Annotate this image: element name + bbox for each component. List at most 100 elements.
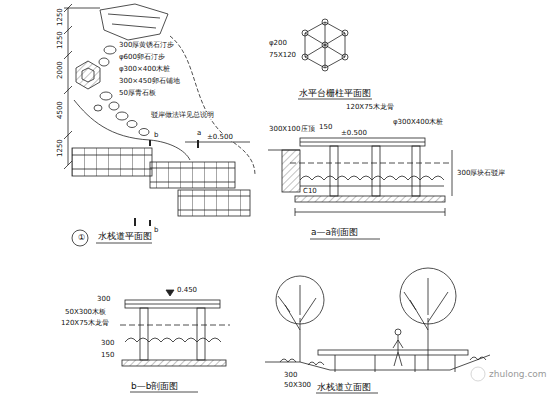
dimension: 75X120 — [268, 52, 297, 59]
elevation-stroke — [318, 350, 468, 355]
dimension: 1250 — [57, 138, 64, 158]
section-a-stroke — [310, 239, 380, 240]
dimension: 150 — [100, 352, 115, 359]
plan-view-stroke — [96, 243, 152, 244]
callout-note: 120X75木龙骨 — [60, 320, 110, 327]
plan-view-stroke — [100, 92, 112, 100]
section-a-stroke — [445, 208, 446, 216]
section-b-stroke — [125, 304, 220, 305]
plan-view — [62, 4, 255, 246]
plan-view-stroke — [64, 51, 72, 59]
plan-view-stroke — [150, 182, 235, 183]
elevation-stroke — [335, 355, 336, 372]
post-plan-stroke — [342, 30, 348, 36]
section-b-stroke — [122, 360, 226, 366]
callout-note: 300厚块石驳岸 — [456, 170, 506, 177]
post-plan-stroke — [302, 54, 308, 60]
section-a-stroke — [282, 150, 300, 192]
callout-note: 50厚青石板 — [118, 90, 157, 97]
plan-view-stroke — [109, 102, 119, 110]
plan-view-stroke — [178, 196, 250, 197]
view-title: b—b剖面图 — [130, 382, 179, 391]
post-plan-stroke — [305, 22, 345, 68]
elevation-stroke — [428, 318, 429, 370]
plan-view-stroke — [64, 131, 72, 139]
elevation-stroke — [278, 285, 316, 330]
callout-note: 300×450卵石铺地 — [118, 78, 181, 85]
section-a-stroke — [295, 208, 296, 216]
section-mark: b — [153, 132, 159, 139]
post-plan-stroke — [322, 42, 328, 48]
plan-view-stroke — [127, 121, 137, 128]
post-plan-stroke — [322, 65, 328, 71]
post-plan-stroke — [342, 54, 348, 60]
plan-view-stroke — [82, 68, 94, 82]
section-a-stroke — [452, 150, 453, 196]
section-b — [120, 290, 230, 392]
post-plan — [298, 19, 372, 99]
elevation-mark: ±0.500 — [340, 130, 368, 137]
post-plan-stroke — [302, 30, 308, 36]
plan-view-stroke — [139, 129, 149, 136]
watermark-logo — [471, 367, 485, 381]
dimension: 4500 — [57, 100, 64, 120]
callout-note: 300厚黄锈石汀步 — [118, 42, 175, 49]
callout-note: 300X100压顶 — [268, 126, 316, 133]
section-b-stroke — [166, 290, 174, 296]
section-b-stroke — [125, 338, 221, 342]
section-a-stroke — [300, 138, 425, 146]
elevation-stroke — [375, 355, 376, 372]
watermark-logo-stroke — [471, 367, 485, 381]
section-a-stroke — [330, 146, 338, 196]
plan-view-stroke — [64, 86, 72, 94]
section-a-stroke — [372, 146, 380, 196]
dimension: 300 — [283, 372, 298, 379]
elevation-stroke — [316, 393, 378, 394]
plan-view-stroke — [72, 155, 152, 156]
dimension: 300 — [96, 296, 111, 303]
section-a-stroke — [295, 196, 445, 202]
view-title: 水栈道平面图 — [97, 232, 153, 241]
plan-view-stroke — [100, 4, 168, 40]
plan-view-stroke — [72, 230, 88, 246]
section-mark: b — [153, 227, 159, 234]
view-number: ① — [77, 234, 86, 242]
plan-view-stroke — [150, 162, 235, 188]
section-b-stroke — [197, 308, 205, 360]
plan-view-stroke — [149, 220, 151, 226]
dimension: φ200 — [268, 40, 288, 47]
dimension: 2000 — [57, 60, 64, 80]
plan-view-stroke — [116, 112, 128, 120]
plan-view-stroke — [72, 148, 152, 176]
plan-view-stroke — [108, 14, 160, 28]
elevation — [265, 268, 490, 393]
dimension: 50X300 — [283, 382, 312, 389]
post-plan-stroke — [322, 19, 328, 25]
plan-view-stroke — [178, 210, 250, 211]
section-a-stroke — [300, 186, 444, 187]
section-a-stroke — [295, 212, 445, 213]
cad-drawing-stroke — [62, 4, 490, 393]
dimension: 300 — [100, 340, 115, 347]
section-a-stroke — [300, 176, 444, 180]
plan-view-stroke — [170, 36, 255, 175]
plan-view-stroke — [68, 8, 69, 165]
section-mark: a — [196, 130, 202, 137]
callout-note: φ600卵石汀步 — [118, 54, 166, 61]
dimension: 1250 — [57, 30, 64, 50]
plan-view-stroke — [197, 140, 199, 148]
plan-view-stroke — [185, 142, 250, 143]
plan-view-stroke — [150, 168, 235, 169]
elevation-mark: ±0.500 — [206, 134, 234, 141]
callout-note: 50X300木板 — [64, 309, 107, 316]
section-b-stroke — [130, 392, 198, 393]
section-a-stroke — [412, 146, 420, 196]
elevation-stroke — [395, 329, 401, 335]
callout-note: C10 — [302, 188, 318, 195]
plan-view-stroke — [104, 46, 116, 54]
view-title: 水平台栅柱平面图 — [298, 89, 372, 98]
section-b-stroke — [140, 308, 148, 360]
plan-view-stroke — [72, 169, 152, 170]
post-plan-stroke — [305, 22, 345, 68]
